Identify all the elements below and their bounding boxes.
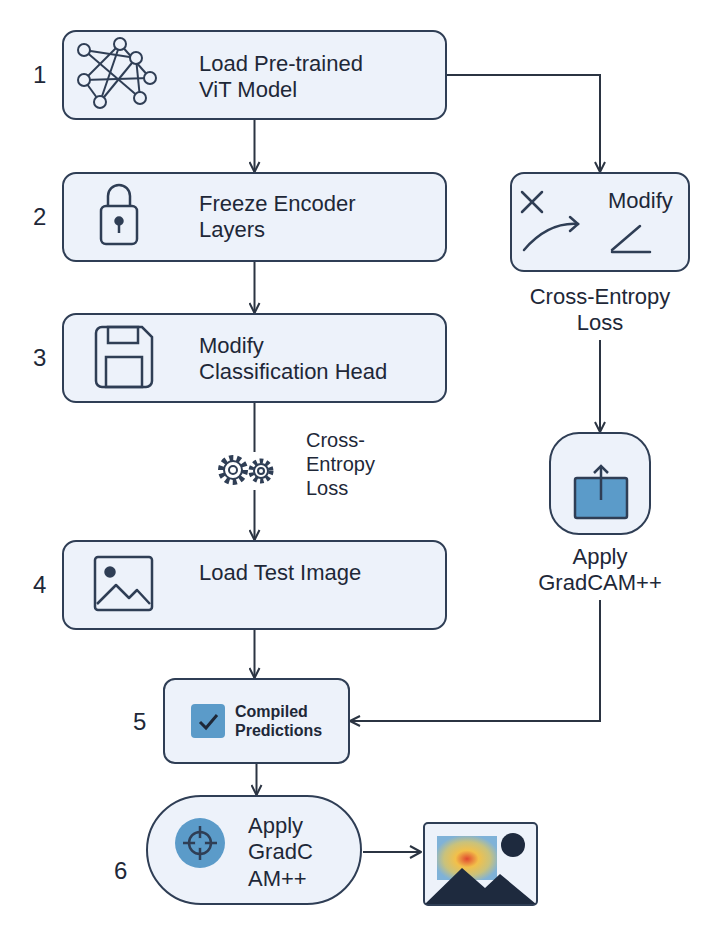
node-text: Freeze Encoder Layers (199, 191, 397, 244)
process-box: Load Pre-trained ViT Model (62, 30, 447, 120)
heatmap-picture (424, 823, 537, 905)
flow-arrow (254, 630, 256, 678)
gear-backdrop (216, 452, 276, 490)
node-text: Load Test Image (199, 560, 409, 586)
process-box: ModifyCross-Entropy Loss (510, 172, 690, 340)
output-line (363, 851, 420, 853)
gear-hub (258, 468, 264, 474)
node-outline (510, 172, 690, 272)
flow-arrow (256, 764, 258, 795)
flow-arrow (254, 262, 256, 313)
terminal-pill: Apply GradC AM++ (146, 795, 362, 905)
node-text: Apply GradC AM++ (248, 813, 316, 892)
output-arrow (363, 846, 421, 858)
callout-number: 1 (33, 61, 46, 89)
icon-node: Apply GradCAM++ (530, 432, 670, 600)
gear-hub (229, 466, 237, 474)
output-head (410, 846, 421, 858)
process-box: Load Test Image (62, 540, 447, 630)
node-text: Modify (608, 188, 688, 214)
node-text: Load Pre-trained ViT Model (199, 51, 397, 104)
picture-mountains (425, 868, 536, 904)
picture-sun (501, 833, 525, 857)
flow-arrow (254, 403, 256, 540)
flow-arrow (447, 75, 600, 172)
callout-number: 6 (114, 857, 127, 885)
flow-arrow (254, 120, 256, 172)
gear-rim (254, 464, 268, 478)
picture-frame (424, 823, 537, 905)
gear-rim (224, 461, 242, 479)
node-text: Modify Classification Head (199, 333, 397, 386)
process-box: Modify Classification Head (62, 313, 447, 403)
node-text: Compiled Predictions (235, 702, 343, 740)
heatmap-overlay (437, 836, 497, 880)
callout-number: 2 (33, 203, 46, 231)
gear-icon (216, 452, 276, 490)
callout-number: 4 (33, 571, 46, 599)
check-mark (200, 715, 217, 728)
node-heading: Cross-Entropy Loss (510, 284, 690, 337)
node-outline (549, 432, 651, 535)
process-box: Freeze Encoder Layers (62, 172, 447, 262)
edge-label: Cross- Entropy Loss (306, 428, 386, 500)
callout-number: 3 (33, 344, 46, 372)
check-box (191, 704, 225, 738)
node-text: Apply GradCAM++ (530, 544, 670, 597)
gear-teeth (221, 458, 245, 482)
check-icon (189, 702, 229, 742)
callout-number: 5 (133, 708, 146, 736)
gear-teeth (251, 461, 271, 481)
flow-arrow (599, 340, 601, 432)
result-box: Compiled Predictions (163, 678, 350, 764)
